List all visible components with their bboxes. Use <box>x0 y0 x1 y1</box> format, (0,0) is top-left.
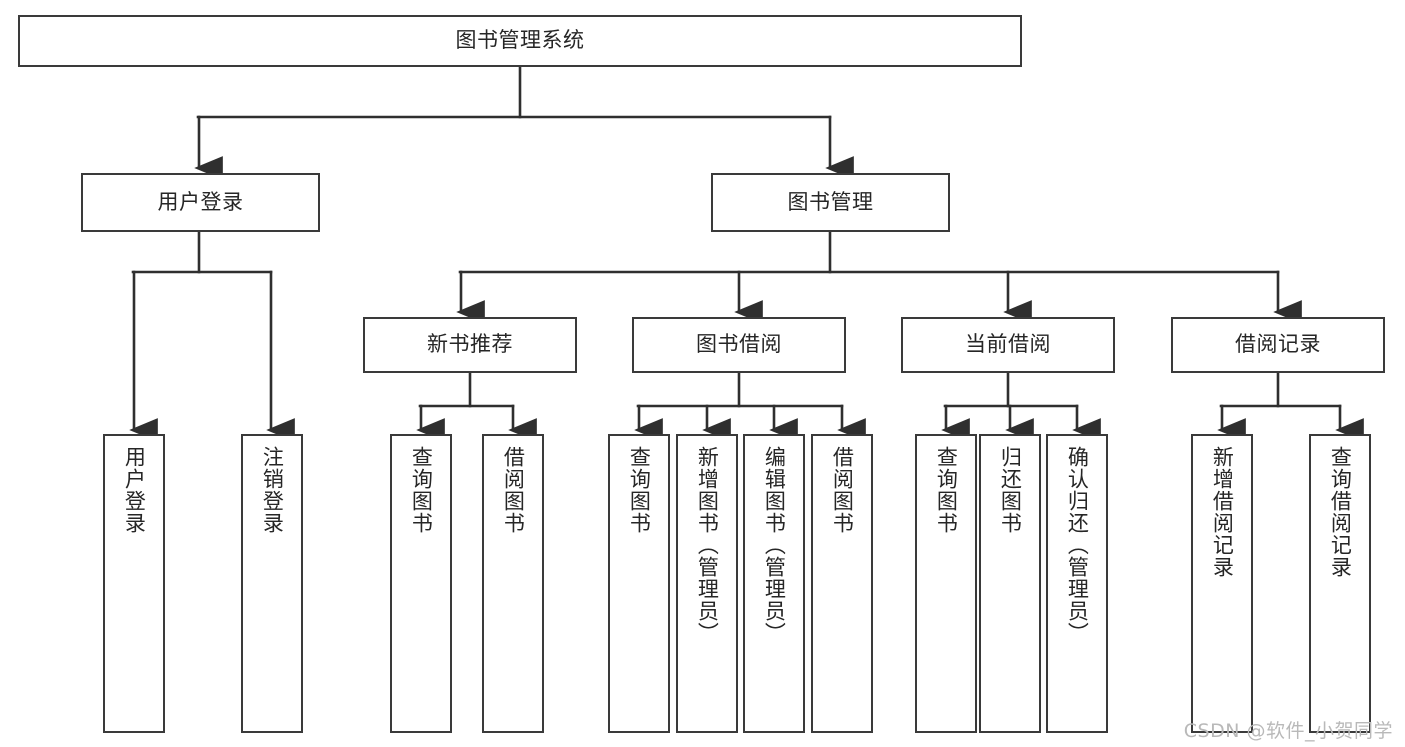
leaf-borrow-record-1[interactable]: 新增借阅记录 <box>1191 434 1253 733</box>
leaf-new-book-2-label: 借阅图书 <box>501 446 526 534</box>
leaf-book-borrow-4[interactable]: 借阅图书 <box>811 434 873 733</box>
leaf-book-borrow-1[interactable]: 查询图书 <box>608 434 670 733</box>
leaf-current-borrow-3[interactable]: 确认归还（管理员） <box>1046 434 1108 733</box>
leaf-book-borrow-3-label: 编辑图书（管理员） <box>762 446 787 644</box>
leaf-book-borrow-1-label: 查询图书 <box>627 446 652 534</box>
leaf-book-borrow-3[interactable]: 编辑图书（管理员） <box>743 434 805 733</box>
node-book-borrow[interactable]: 图书借阅 <box>632 317 846 373</box>
node-borrow-record[interactable]: 借阅记录 <box>1171 317 1385 373</box>
node-user-login-label: 用户登录 <box>157 189 244 214</box>
leaf-new-book-1[interactable]: 查询图书 <box>390 434 452 733</box>
leaf-new-book-2[interactable]: 借阅图书 <box>482 434 544 733</box>
node-current-borrow[interactable]: 当前借阅 <box>901 317 1115 373</box>
leaf-borrow-record-1-label: 新增借阅记录 <box>1210 446 1235 578</box>
node-new-book-recommend[interactable]: 新书推荐 <box>363 317 577 373</box>
node-borrow-record-label: 借阅记录 <box>1235 332 1321 357</box>
leaf-current-borrow-1[interactable]: 查询图书 <box>915 434 977 733</box>
leaf-new-book-1-label: 查询图书 <box>409 446 434 534</box>
node-book-borrow-label: 图书借阅 <box>696 332 782 357</box>
leaf-current-borrow-2[interactable]: 归还图书 <box>979 434 1041 733</box>
node-current-borrow-label: 当前借阅 <box>965 332 1051 357</box>
leaf-user-login-2[interactable]: 注销登录 <box>241 434 303 733</box>
leaf-user-login-1[interactable]: 用户登录 <box>103 434 165 733</box>
leaf-borrow-record-2[interactable]: 查询借阅记录 <box>1309 434 1371 733</box>
node-new-book-recommend-label: 新书推荐 <box>427 332 513 357</box>
node-root[interactable]: 图书管理系统 <box>18 15 1022 67</box>
leaf-current-borrow-1-label: 查询图书 <box>934 446 959 534</box>
node-user-login[interactable]: 用户登录 <box>81 173 320 232</box>
node-book-manage[interactable]: 图书管理 <box>711 173 950 232</box>
leaf-book-borrow-4-label: 借阅图书 <box>830 446 855 534</box>
leaf-borrow-record-2-label: 查询借阅记录 <box>1328 446 1353 578</box>
leaf-book-borrow-2-label: 新增图书（管理员） <box>695 446 720 644</box>
leaf-current-borrow-2-label: 归还图书 <box>998 446 1023 534</box>
node-root-label: 图书管理系统 <box>455 28 585 53</box>
leaf-user-login-1-label: 用户登录 <box>122 446 147 534</box>
leaf-book-borrow-2[interactable]: 新增图书（管理员） <box>676 434 738 733</box>
node-book-manage-label: 图书管理 <box>787 189 874 214</box>
leaf-user-login-2-label: 注销登录 <box>260 446 285 534</box>
leaf-current-borrow-3-label: 确认归还（管理员） <box>1065 446 1090 644</box>
